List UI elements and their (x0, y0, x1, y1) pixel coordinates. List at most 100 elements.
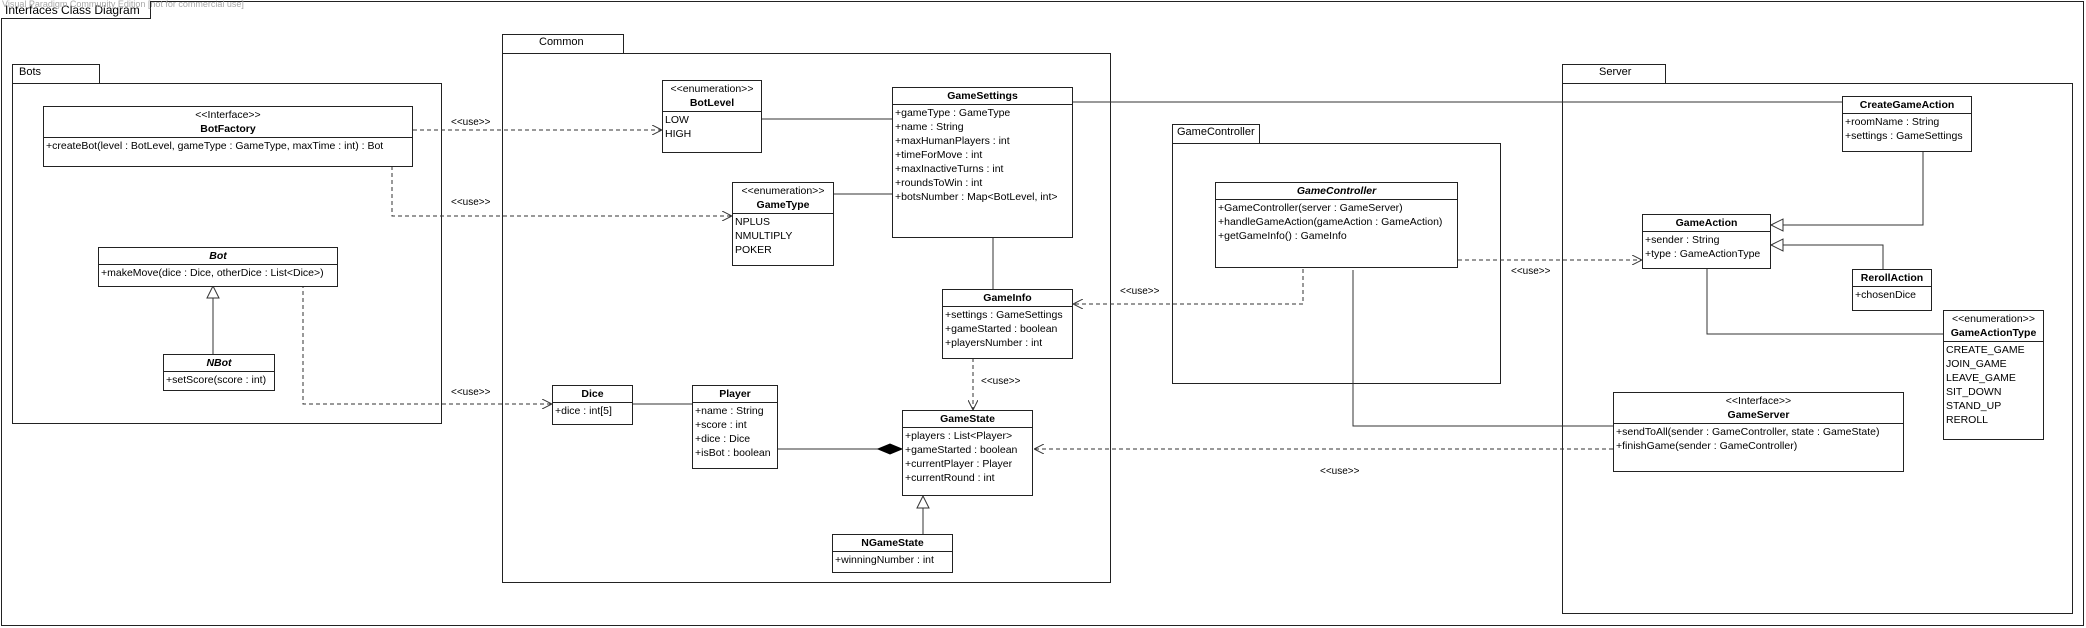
package-server-tab[interactable]: Server (1562, 64, 1666, 84)
enum-literal: JOIN_GAME (1946, 358, 2007, 370)
stereotype-label: <<enumeration>> (741, 185, 825, 197)
attribute: +gameType : GameType (895, 107, 1011, 119)
attribute: +botsNumber : Map<BotLevel, int> (895, 191, 1058, 203)
association-gameaction-actiontype (1706, 269, 1943, 335)
class-dice[interactable]: Dice +dice : int[5] (552, 385, 633, 425)
use-label: <<use>> (1511, 266, 1551, 277)
stereotype-label: <<Interface>> (1725, 395, 1792, 407)
diagram-title: Interfaces Class Diagram (1, 1, 151, 19)
generalization-rerollaction-gameaction-head (1769, 238, 1784, 252)
package-gamecontroller-tab[interactable]: GameController (1172, 124, 1260, 144)
attribute: +maxHumanPlayers : int (895, 135, 1010, 147)
attribute: +timeForMove : int (895, 149, 983, 161)
association-controller-gameserver (1352, 270, 1613, 427)
class-player[interactable]: Player +name : String +score : int +dice… (692, 385, 778, 469)
generalization-rerollaction-gameaction (1783, 244, 1884, 269)
attribute: +playersNumber : int (945, 337, 1043, 349)
enum-literal: HIGH (665, 128, 692, 140)
attribute: +dice : int[5] (555, 405, 612, 417)
use-label: <<use>> (451, 197, 491, 208)
enum-literal: STAND_UP (1946, 400, 2002, 412)
class-gameserver[interactable]: <<Interface>> GameServer +sendToAll(send… (1613, 392, 1904, 472)
class-gameaction[interactable]: GameAction +sender : String +type : Game… (1642, 214, 1771, 269)
attribute: +gameStarted : boolean (945, 323, 1058, 335)
class-name: GameType (756, 199, 810, 211)
operation: +sendToAll(sender : GameController, stat… (1616, 426, 1880, 438)
attribute: +gameStarted : boolean (905, 444, 1018, 456)
attribute: +chosenDice (1855, 289, 1916, 301)
class-name: GameController (1296, 185, 1377, 197)
class-name: Bot (209, 250, 227, 262)
class-botfactory[interactable]: <<Interface>> BotFactory +createBot(leve… (43, 106, 413, 167)
generalization-creategameaction-gameaction (1783, 152, 1924, 226)
class-bot[interactable]: Bot +makeMove(dice : Dice, otherDice : L… (98, 247, 338, 287)
attribute: +type : GameActionType (1645, 248, 1761, 260)
attribute: +dice : Dice (695, 433, 751, 445)
operation: +createBot(level : BotLevel, gameType : … (46, 140, 384, 152)
attribute: +currentRound : int (905, 472, 995, 484)
attribute: +settings : GameSettings (945, 309, 1063, 321)
attribute: +name : String (895, 121, 964, 133)
dependency-bot-dice (302, 284, 552, 404)
stereotype-label: <<enumeration>> (670, 83, 754, 95)
enum-literal: NMULTIPLY (735, 230, 793, 242)
stereotype-label: <<Interface>> (195, 109, 261, 121)
class-gameinfo[interactable]: GameInfo +settings : GameSettings +gameS… (942, 289, 1073, 359)
attribute: +isBot : boolean (695, 447, 771, 459)
class-name: GameActionType (1950, 327, 2037, 339)
class-name: BotFactory (200, 123, 256, 135)
operation: +GameController(server : GameServer) (1218, 202, 1403, 214)
package-common-tab[interactable]: Common (502, 34, 624, 54)
enum-literal: LEAVE_GAME (1946, 372, 2016, 384)
enum-literal: POKER (735, 244, 772, 256)
generalization-nbot-bot-head (206, 284, 220, 299)
use-label: <<use>> (1320, 466, 1360, 477)
attribute: +sender : String (1645, 234, 1720, 246)
class-name: GameServer (1727, 409, 1790, 421)
class-gamecontroller[interactable]: GameController +GameController(server : … (1215, 182, 1458, 268)
enum-literal: REROLL (1946, 414, 1989, 426)
class-name: Dice (581, 388, 604, 400)
use-label: <<use>> (1120, 286, 1160, 297)
class-name: GameSettings (947, 90, 1018, 102)
class-name: CreateGameAction (1859, 99, 1955, 111)
dependency-factory-gametype (391, 166, 732, 216)
class-name: GameState (940, 413, 995, 425)
class-name: NGameState (861, 537, 924, 549)
class-name: BotLevel (689, 97, 735, 109)
enum-botlevel[interactable]: <<enumeration>> BotLevel LOW HIGH (662, 80, 762, 153)
operation: +setScore(score : int) (166, 374, 267, 386)
attribute: +name : String (695, 405, 764, 417)
attribute: +roundsToWin : int (895, 177, 983, 189)
attribute: +score : int (695, 419, 747, 431)
composition-diamond (876, 443, 904, 455)
enum-gameactiontype[interactable]: <<enumeration>> GameActionType CREATE_GA… (1943, 310, 2044, 440)
generalization-ngamestate-gamestate-head (916, 494, 930, 509)
watermark: Visual Paradigm Community Edition [not f… (2, 0, 244, 9)
class-gamesettings[interactable]: GameSettings +gameType : GameType +name … (892, 87, 1073, 238)
class-gamestate[interactable]: GameState +players : List<Player> +gameS… (902, 410, 1033, 496)
attribute: +settings : GameSettings (1845, 130, 1963, 142)
operation: +makeMove(dice : Dice, otherDice : List<… (101, 267, 324, 279)
class-name: GameAction (1675, 217, 1738, 229)
operation: +handleGameAction(gameAction : GameActio… (1218, 216, 1443, 228)
operation: +finishGame(sender : GameController) (1616, 440, 1798, 452)
class-name: GameInfo (983, 292, 1032, 304)
class-ngamestate[interactable]: NGameState +winningNumber : int (832, 534, 953, 573)
package-bots-tab[interactable]: Bots (12, 64, 100, 84)
enum-gametype[interactable]: <<enumeration>> GameType NPLUS NMULTIPLY… (732, 182, 834, 266)
dependency-controller-gameinfo (1073, 269, 1304, 304)
use-label: <<use>> (981, 376, 1021, 387)
generalization-creategameaction-gameaction-head (1769, 218, 1784, 232)
class-rerollaction[interactable]: RerollAction +chosenDice (1852, 269, 1932, 311)
class-nbot[interactable]: NBot +setScore(score : int) (163, 354, 275, 391)
operation: +getGameInfo() : GameInfo (1218, 230, 1347, 242)
attribute: +maxInactiveTurns : int (895, 163, 1004, 175)
enum-literal: CREATE_GAME (1946, 344, 2025, 356)
stereotype-label: <<enumeration>> (1952, 313, 2035, 325)
enum-literal: LOW (665, 114, 689, 126)
class-creategameaction[interactable]: CreateGameAction +roomName : String +set… (1842, 96, 1972, 152)
